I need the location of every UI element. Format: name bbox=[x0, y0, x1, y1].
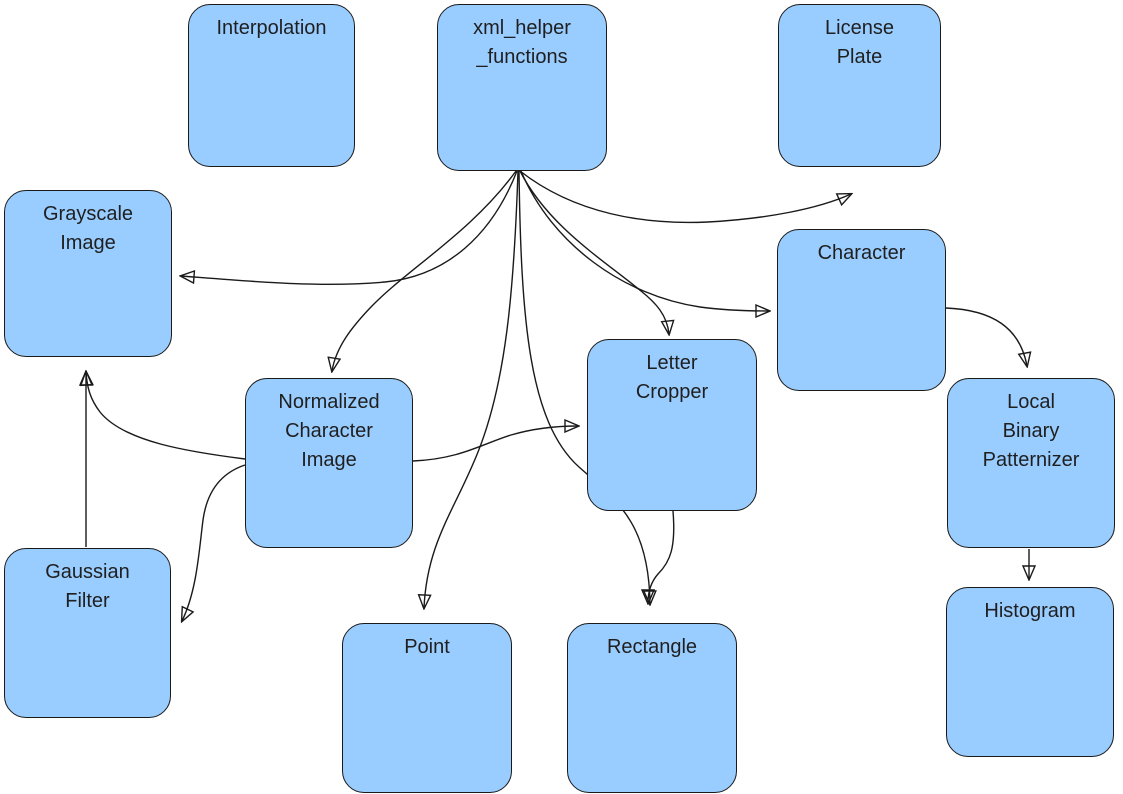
edge-xml-to-point bbox=[424, 170, 519, 608]
edge-xml-to-letter-cropper bbox=[519, 170, 669, 334]
node-interpolation[interactable]: Interpolation bbox=[188, 4, 355, 167]
edge-xml-to-normalized-character-image bbox=[332, 170, 517, 371]
edge-normalized-to-grayscale-image bbox=[86, 372, 246, 460]
node-character[interactable]: Character bbox=[777, 229, 946, 391]
edge-xml-to-license-plate bbox=[519, 170, 851, 224]
edge-normalized-to-letter-cropper bbox=[412, 426, 578, 462]
edge-xml-to-character bbox=[520, 170, 769, 311]
node-grayscale-image[interactable]: Grayscale Image bbox=[4, 190, 172, 357]
node-histogram[interactable]: Histogram bbox=[946, 587, 1114, 757]
edge-character-to-local-binary-patternizer bbox=[945, 307, 1027, 366]
node-normalized-character-image[interactable]: Normalized Character Image bbox=[245, 378, 413, 548]
edge-xml-to-rectangle bbox=[518, 170, 650, 604]
node-license-plate[interactable]: License Plate bbox=[778, 4, 941, 167]
edge-letter-cropper-to-rectangle bbox=[648, 510, 675, 603]
node-gaussian-filter[interactable]: Gaussian Filter bbox=[4, 548, 171, 718]
node-local-binary-patternizer[interactable]: Local Binary Patternizer bbox=[947, 378, 1115, 548]
node-rectangle[interactable]: Rectangle bbox=[567, 623, 737, 793]
node-letter-cropper[interactable]: Letter Cropper bbox=[587, 339, 757, 511]
edge-normalized-to-gaussian-filter bbox=[182, 464, 246, 621]
node-point[interactable]: Point bbox=[342, 623, 512, 793]
node-xml-helper-functions[interactable]: xml_helper _functions bbox=[437, 4, 607, 171]
edge-xml-to-grayscale-image bbox=[181, 170, 518, 286]
